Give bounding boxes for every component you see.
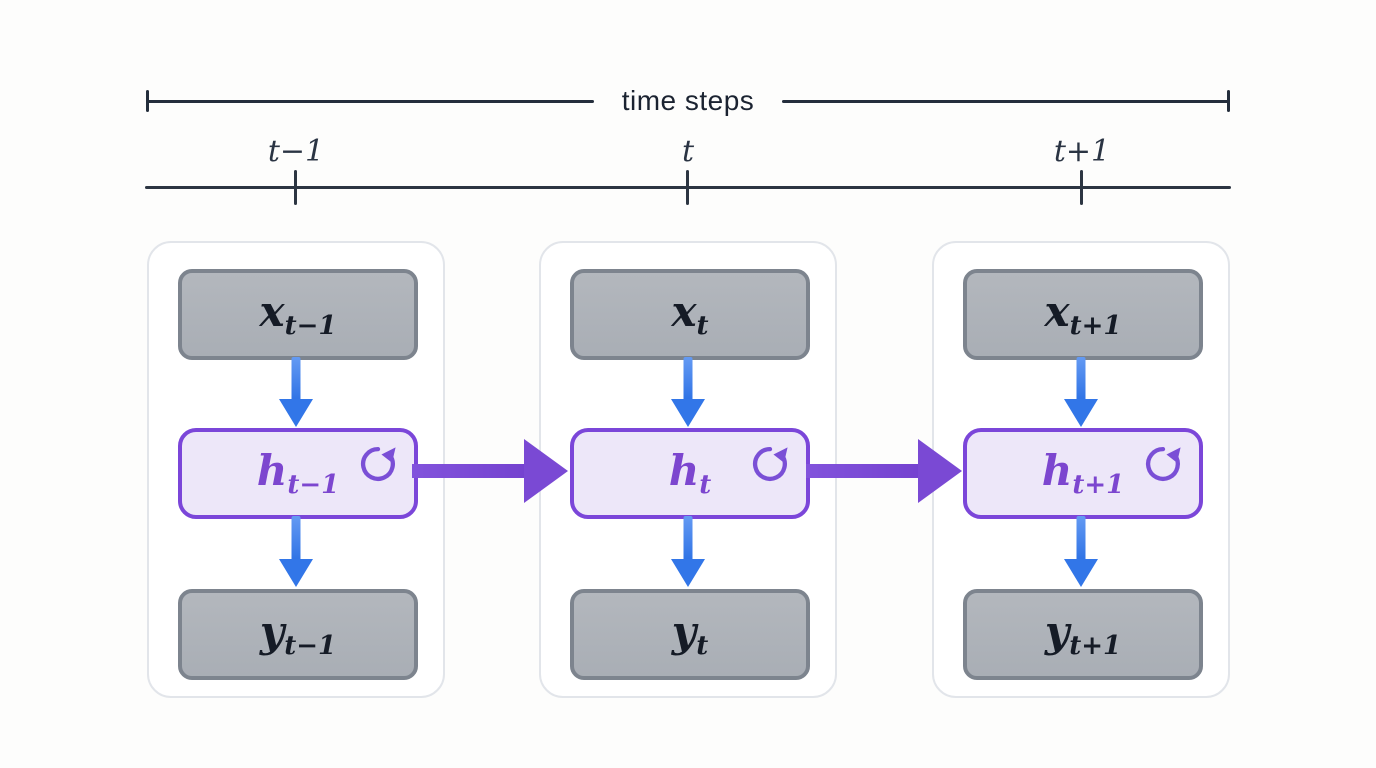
label-base: x: [671, 286, 697, 336]
output-node-label: yt: [672, 610, 709, 661]
output-node-t: yt: [570, 589, 810, 680]
label-subscript: t+1: [1072, 469, 1125, 500]
hidden-node-label: ht−1: [257, 449, 340, 500]
tick-label-t-minus-1: t−1: [267, 134, 325, 169]
input-node-t-minus-1: xt−1: [178, 269, 418, 360]
diagram-title: time steps: [621, 85, 755, 116]
hidden-node-t: ht: [570, 428, 810, 519]
arrow-hidden-to-output-t-plus-1: [1064, 516, 1098, 587]
bracket-line-left: [147, 99, 594, 103]
label-base: x: [259, 286, 285, 336]
tick-label-t: t: [681, 134, 695, 169]
hidden-node-t-plus-1: ht+1: [963, 428, 1203, 519]
tick-label-t-plus-1: t+1: [1053, 134, 1111, 169]
label-subscript: t−1: [284, 310, 337, 341]
input-node-label: xt−1: [260, 290, 337, 341]
input-node-label: xt: [671, 290, 709, 341]
label-base: h: [668, 445, 700, 495]
hidden-node-label: ht+1: [1042, 449, 1125, 500]
arrow-input-to-hidden-t-minus-1: [279, 357, 313, 427]
input-node-label: xt+1: [1045, 290, 1122, 341]
label-subscript: t−1: [284, 630, 337, 661]
arrow-hidden-t-to-hidden-t-plus-1: [806, 439, 962, 503]
label-subscript: t: [696, 310, 709, 341]
label-subscript: t+1: [1069, 630, 1122, 661]
label-subscript: t: [699, 469, 712, 500]
input-node-t: xt: [570, 269, 810, 360]
timestep-cell-t-plus-1: xt+1 ht+1 yt+1: [932, 241, 1230, 698]
bracket-end-tick-right: [1227, 90, 1230, 112]
label-subscript: t+1: [1069, 310, 1122, 341]
hidden-node-t-minus-1: ht−1: [178, 428, 418, 519]
label-base: h: [1041, 445, 1073, 495]
label-base: x: [1044, 286, 1070, 336]
recurrent-loop-icon: [752, 446, 788, 481]
axis-tick-t: [686, 170, 689, 205]
recurrent-loop-icon: [360, 446, 396, 481]
output-node-label: yt−1: [260, 610, 337, 661]
input-node-t-plus-1: xt+1: [963, 269, 1203, 360]
output-node-t-plus-1: yt+1: [963, 589, 1203, 680]
timestep-cell-t: xt ht yt: [539, 241, 837, 698]
label-base: y: [259, 606, 285, 656]
output-node-label: yt+1: [1045, 610, 1122, 661]
arrow-hidden-to-output-t: [671, 516, 705, 587]
timestep-cell-t-minus-1: xt−1 ht−1 yt−1: [147, 241, 445, 698]
hidden-node-label: ht: [669, 449, 712, 500]
arrow-input-to-hidden-t: [671, 357, 705, 427]
label-subscript: t: [696, 630, 709, 661]
label-base: y: [1044, 606, 1070, 656]
arrow-hidden-to-output-t-minus-1: [279, 516, 313, 587]
recurrent-loop-icon: [1145, 446, 1181, 481]
label-base: h: [256, 445, 288, 495]
axis-tick-t-minus-1: [294, 170, 297, 205]
label-base: y: [671, 606, 697, 656]
time-steps-bracket: time steps: [147, 84, 1230, 118]
bracket-line-right: [782, 99, 1230, 103]
output-node-t-minus-1: yt−1: [178, 589, 418, 680]
label-subscript: t−1: [287, 469, 340, 500]
arrow-hidden-t-minus-1-to-hidden-t: [412, 439, 568, 503]
bracket-end-tick-left: [146, 90, 149, 112]
arrow-input-to-hidden-t-plus-1: [1064, 357, 1098, 427]
axis-tick-t-plus-1: [1080, 170, 1083, 205]
